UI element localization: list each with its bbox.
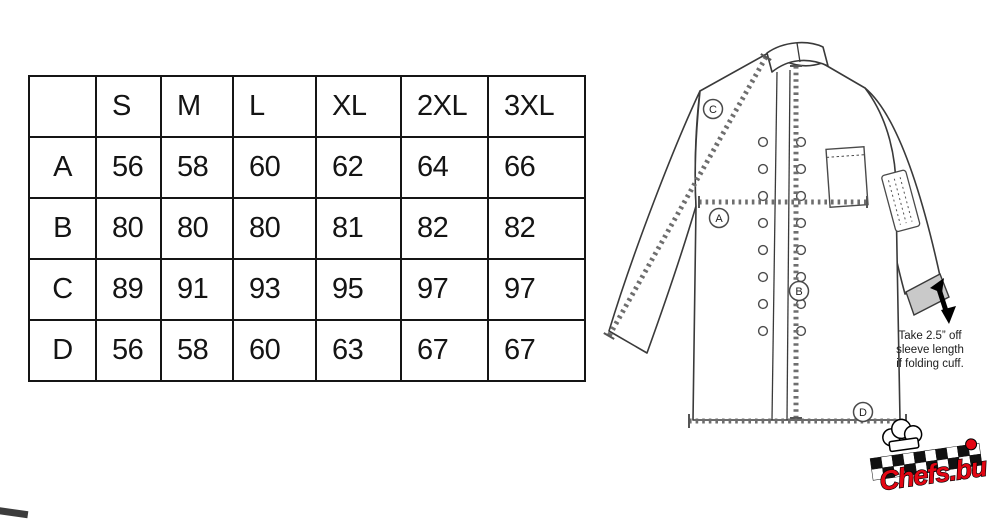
svg-text:C: C [709, 104, 717, 116]
size-cell: 97 [400, 258, 489, 321]
chef-hat-icon [882, 418, 923, 453]
col-header-m: M [160, 75, 234, 138]
size-cell: 89 [95, 258, 162, 321]
row-label: C [28, 258, 97, 321]
cuff-note-line3: if folding cuff. [896, 358, 964, 370]
size-cell: 58 [160, 319, 234, 382]
size-cell: 97 [487, 258, 586, 321]
chef-jacket-diagram: C A B D Take 2.5” off sleeve length if f… [603, 41, 990, 497]
jacket-body [692, 51, 901, 421]
marker-d: D [852, 401, 874, 423]
size-cell: 67 [400, 319, 489, 382]
placket-line-left [771, 71, 778, 421]
size-cell: 64 [400, 136, 489, 199]
measure-line-c [606, 55, 769, 338]
left-sleeve [608, 90, 701, 354]
size-cell: 56 [95, 319, 162, 382]
table-row-c: C 89 91 93 95 97 97 [28, 258, 586, 321]
checkered-band [869, 442, 983, 481]
size-cell: 62 [315, 136, 402, 199]
col-header-2xl: 2XL [400, 75, 489, 138]
col-header-s: S [95, 75, 162, 138]
crop-artifact [0, 506, 29, 519]
size-cell: 80 [232, 197, 317, 260]
chest-pocket [825, 145, 869, 209]
cuff-note-line1: Take 2.5” off [898, 330, 962, 342]
svg-text:A: A [715, 213, 723, 225]
size-cell: 58 [160, 136, 234, 199]
logo-red-ball [965, 438, 978, 451]
marker-c: C [702, 98, 724, 120]
col-header-3xl: 3XL [487, 75, 586, 138]
size-cell: 82 [487, 197, 586, 260]
placket-line-right [786, 69, 791, 421]
col-header-l: L [232, 75, 317, 138]
size-cell: 67 [487, 319, 586, 382]
size-table: S M L XL 2XL 3XL A 56 58 60 62 64 66 B 8… [28, 75, 586, 382]
chefs-logo: Chefs.bu [869, 418, 990, 497]
collar [766, 41, 829, 73]
size-cell: 80 [160, 197, 234, 260]
size-cell: 82 [400, 197, 489, 260]
measure-tick [760, 53, 772, 61]
svg-text:D: D [859, 407, 867, 419]
button-columns [757, 136, 807, 337]
marker-a: A [708, 207, 730, 229]
row-label: A [28, 136, 97, 199]
size-cell: 80 [95, 197, 162, 260]
row-label: B [28, 197, 97, 260]
size-cell: 91 [160, 258, 234, 321]
cuff-arrow [930, 278, 956, 324]
cuff-note-line2: sleeve length [896, 344, 964, 356]
size-cell: 63 [315, 319, 402, 382]
table-row-d: D 56 58 60 63 67 67 [28, 319, 586, 382]
table-row-b: B 80 80 80 81 82 82 [28, 197, 586, 260]
header-empty-cell [28, 75, 97, 138]
col-header-xl: XL [315, 75, 402, 138]
collar-seam [796, 42, 801, 63]
svg-text:B: B [795, 286, 802, 298]
size-cell: 93 [232, 258, 317, 321]
sleeve-pen-pocket [881, 169, 921, 233]
size-cell: 81 [315, 197, 402, 260]
size-cell: 95 [315, 258, 402, 321]
size-cell: 66 [487, 136, 586, 199]
size-cell: 60 [232, 136, 317, 199]
marker-b: B [788, 280, 810, 302]
table-row-a: A 56 58 60 62 64 66 [28, 136, 586, 199]
measure-tick [603, 332, 615, 340]
size-cell: 60 [232, 319, 317, 382]
row-label: D [28, 319, 97, 382]
size-cell: 56 [95, 136, 162, 199]
table-header-row: S M L XL 2XL 3XL [28, 75, 586, 138]
